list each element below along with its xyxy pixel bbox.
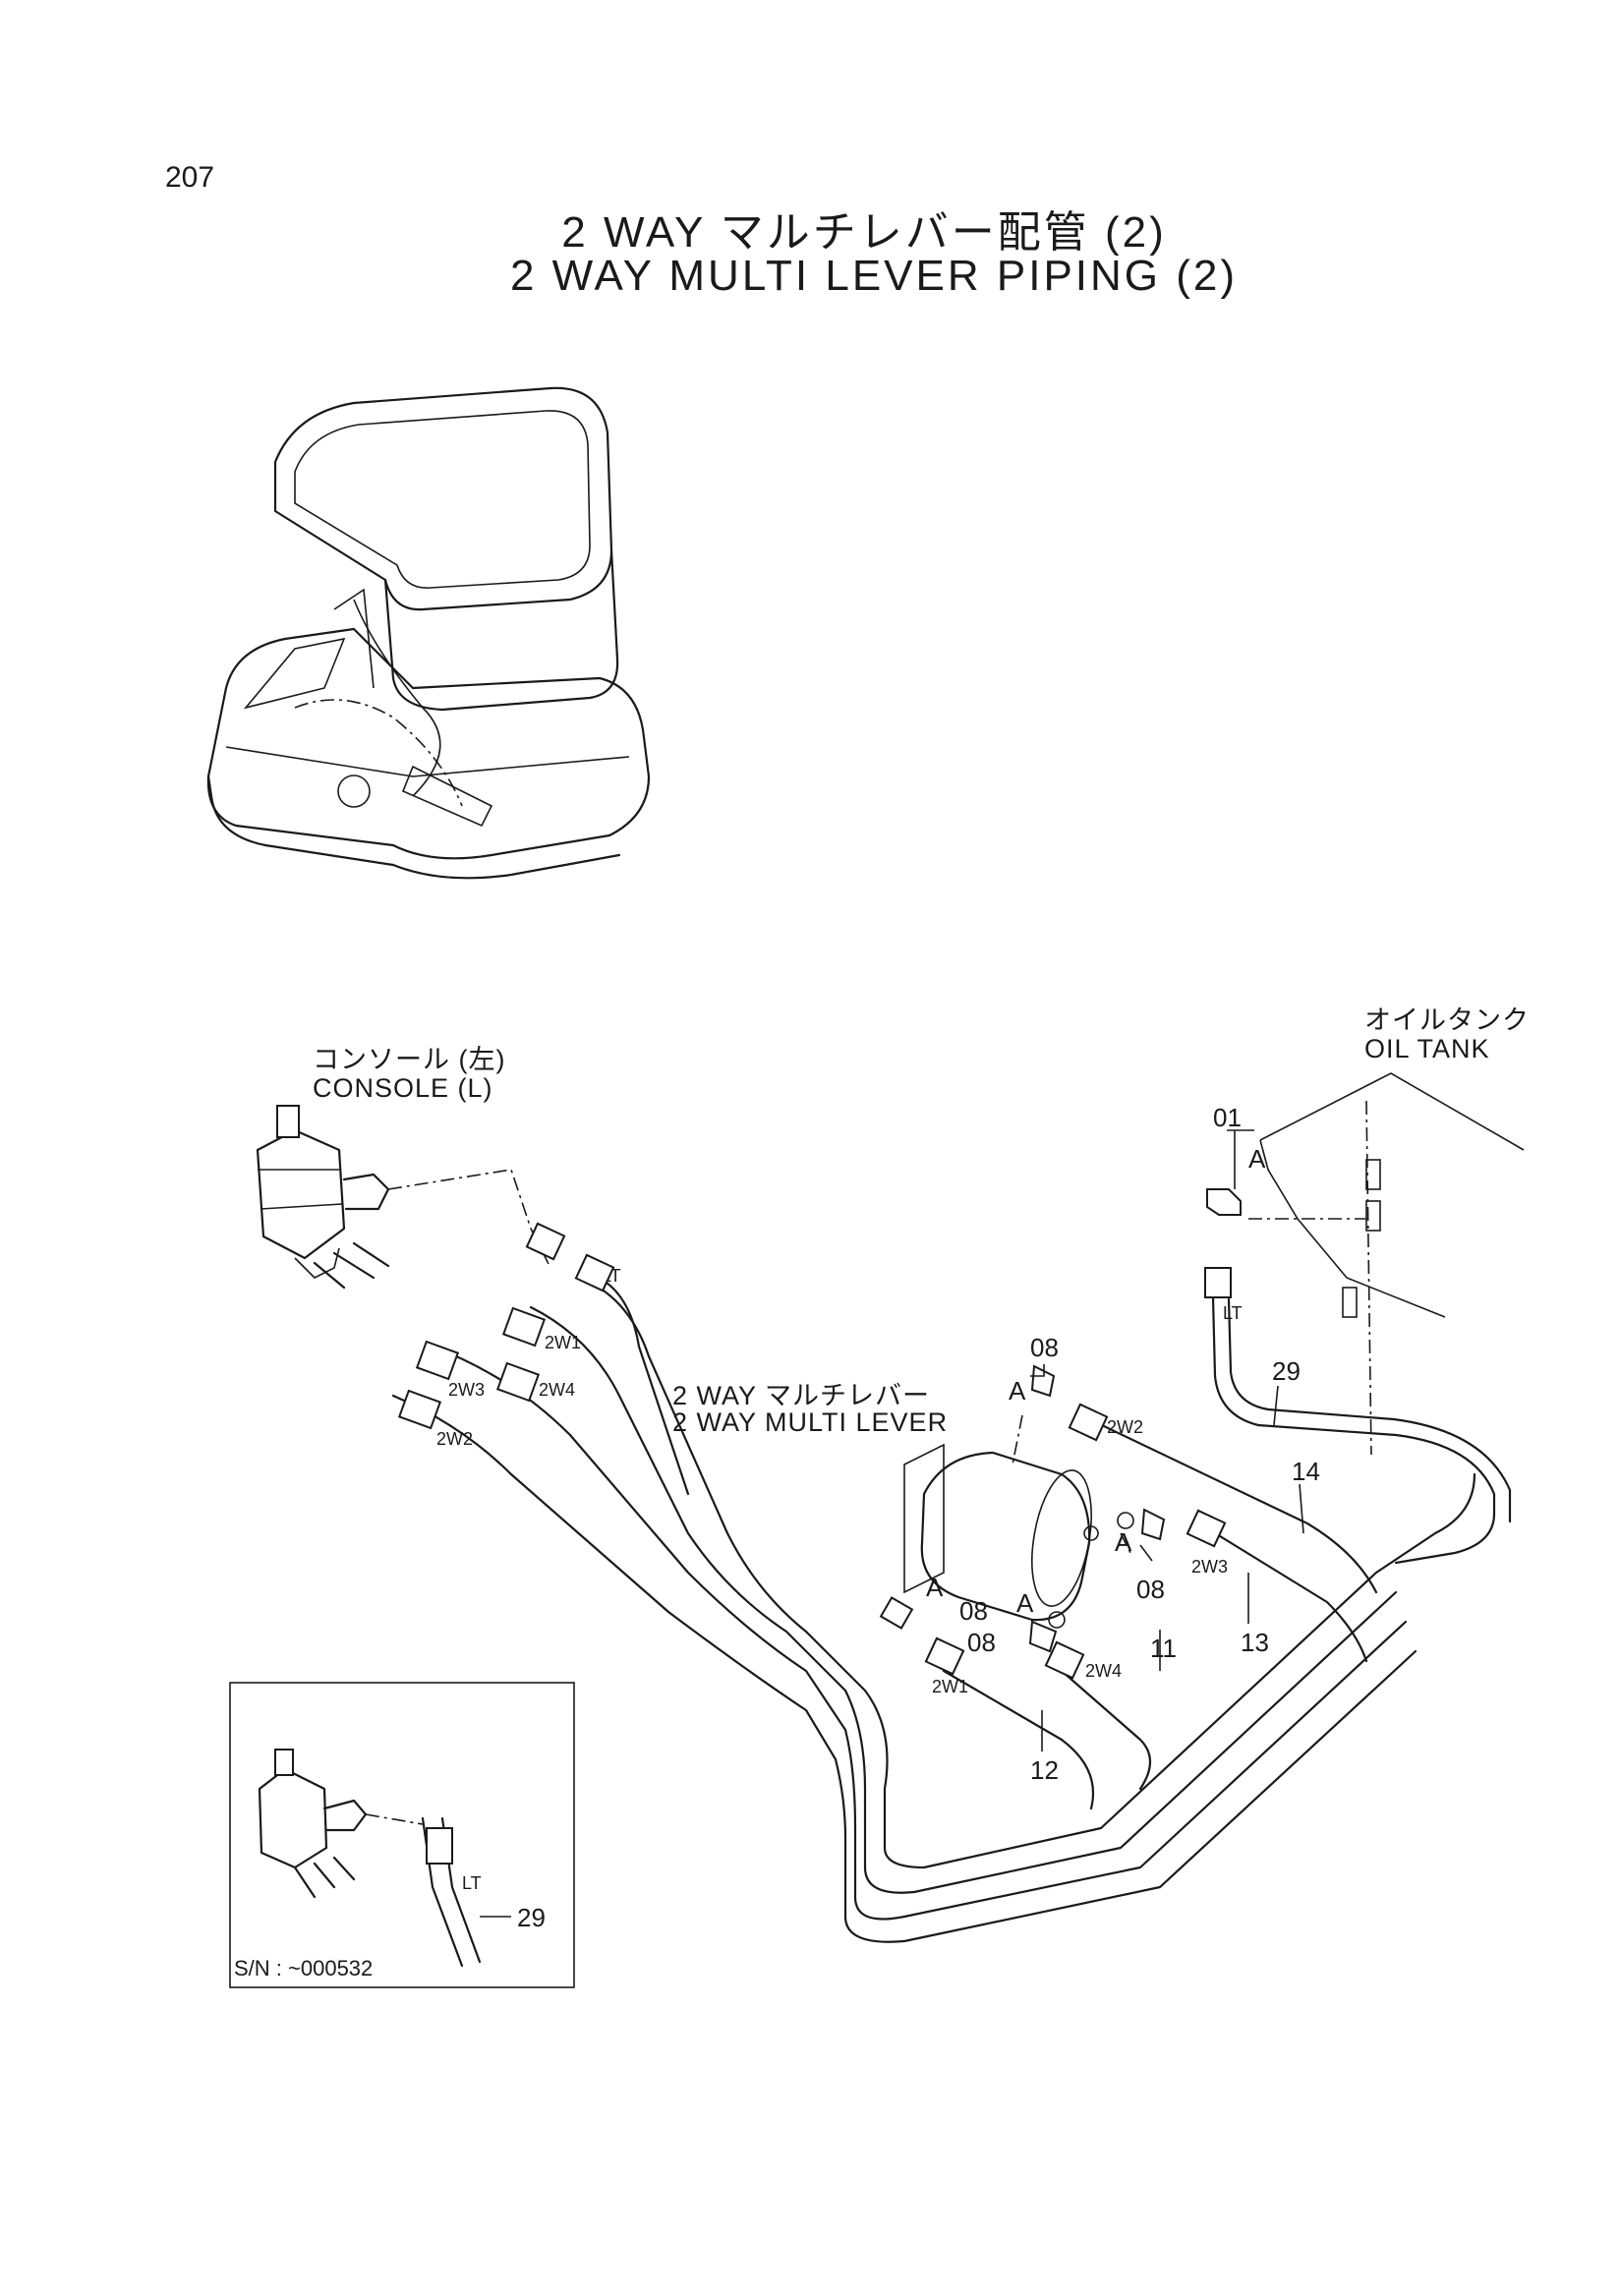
port-label-2w3-console: 2W3	[448, 1380, 486, 1400]
page-number: 207	[165, 161, 215, 194]
oil-tank-label-jp: オイルタンク	[1364, 1005, 1530, 1035]
callout-08-right: 08	[1136, 1575, 1165, 1604]
console-label-en: CONSOLE (L)	[313, 1073, 493, 1103]
port-label-2w4-console: 2W4	[539, 1380, 576, 1400]
fittings	[397, 1188, 1242, 1680]
multi-lever-label-jp: 2 WAY マルチレバー	[672, 1381, 931, 1410]
callout-08-bottom: 08	[967, 1628, 996, 1657]
view-marker-a-tank: A	[1248, 1144, 1266, 1174]
port-label-2w3-lever: 2W3	[1191, 1557, 1229, 1577]
callout-29: 29	[1272, 1356, 1301, 1386]
callout-11: 11	[1150, 1634, 1177, 1663]
callout-12: 12	[1030, 1755, 1059, 1785]
port-label-2w1-lever: 2W1	[932, 1677, 969, 1696]
console-label-jp: コンソール (左)	[313, 1045, 506, 1074]
callout-08-top: 08	[1030, 1333, 1059, 1362]
machine-overview-drawing	[206, 386, 651, 880]
callout-01: 01	[1213, 1103, 1242, 1132]
view-marker-a-right: A	[1115, 1527, 1132, 1557]
leader-lines	[1030, 1129, 1304, 1751]
port-label-2w4-lever: 2W4	[1085, 1661, 1123, 1681]
oil-tank-label-en: OIL TANK	[1364, 1034, 1490, 1063]
multi-lever-body	[903, 1414, 1134, 1629]
port-label-2w1-console: 2W1	[545, 1333, 582, 1352]
console-valve-drawing	[256, 1105, 551, 1290]
title-english: 2 WAY MULTI LEVER PIPING (2)	[509, 252, 1239, 300]
title-japanese: 2 WAY マルチレバー配管 (2)	[561, 208, 1167, 257]
multi-lever-label-en: 2 WAY MULTI LEVER	[672, 1407, 949, 1437]
callout-29-inset: 29	[517, 1903, 546, 1932]
inset-serial-number: S/N : ~000532	[234, 1956, 374, 1980]
pipe-bundle	[391, 1272, 1512, 1943]
view-marker-a-bottom: A	[1016, 1588, 1034, 1618]
inset-frame	[229, 1682, 575, 1988]
callout-13: 13	[1241, 1628, 1269, 1657]
view-marker-a-top: A	[1009, 1376, 1026, 1406]
oil-tank-drawing	[1248, 1072, 1525, 1456]
callout-14: 14	[1292, 1457, 1320, 1486]
port-label-lt-inset: LT	[462, 1873, 482, 1893]
port-label-lt-tank: LT	[1223, 1303, 1243, 1323]
